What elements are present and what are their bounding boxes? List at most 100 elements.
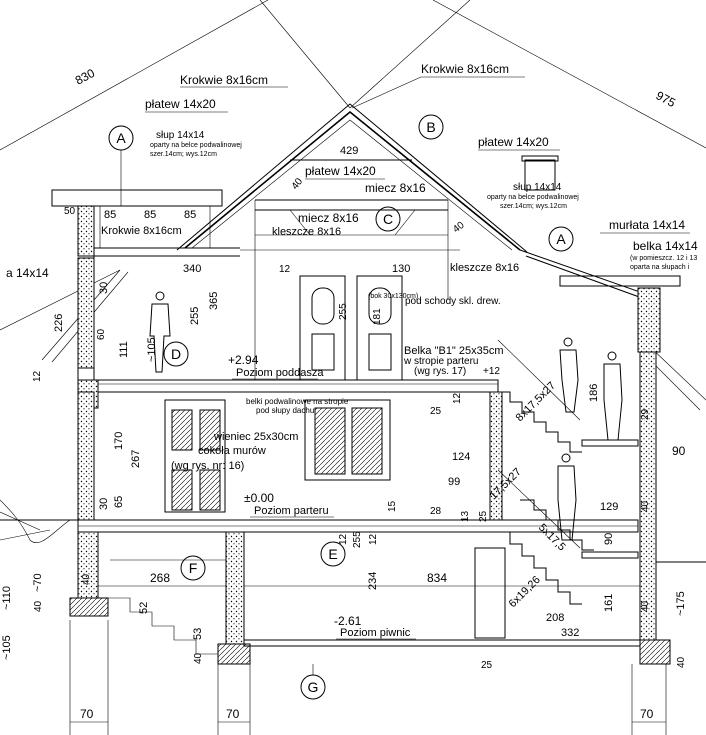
dim-85b: 85 [144,209,156,221]
label-window-note2: (bok 30x130cm) [368,293,418,300]
roof-labels: 830 975 Krokwie 8x16cm Krokwie 8x16cm pł… [6,62,698,307]
level-attic-value: +2.94 [228,353,259,367]
label-window-note1: pod schody skl. drew. [405,296,501,307]
axis-marker-e: E [320,541,346,567]
dim-181: 181 [372,308,383,325]
dim-70a: ~70 [32,573,44,592]
dim-52: 52 [138,602,150,614]
dim-12b: 12 [32,370,43,382]
dim-60: 60 [96,328,107,340]
label-murlata-left: a 14x14 [6,266,49,280]
label-kleszcze-left: kleszcze 8x16 [272,226,341,238]
axis-label-b: B [426,119,435,135]
dim-110: ~110 [1,586,13,610]
dim-15: 15 [387,500,398,512]
level-basement-label: Poziom piwnic [340,627,411,639]
dim-40e: 40 [81,573,92,585]
label-belka-b1-note2: (wg rys. 17) [414,366,466,377]
dim-255a: 255 [189,307,201,325]
label-miecz-top: miecz 8x16 [365,181,426,195]
dim-129: 129 [600,501,618,513]
dim-340: 340 [183,263,201,275]
dim-25b: 25 [478,510,489,522]
dim-40-left: 40 [290,176,306,192]
axis-label-c: C [383,211,393,227]
stairs-base: 6x19,26 [507,574,543,610]
bottom-guides [69,620,667,735]
dim-208: 208 [546,612,564,624]
level-ground-value: ±0.00 [244,491,274,505]
axis-markers: A B C A D E F G [108,114,574,700]
main-roof [176,103,528,380]
axis-marker-a-right: A [548,226,574,252]
label-krokwie-left: Krokwie 8x16cm [180,73,268,87]
dim-105b: ~105 [1,635,13,660]
axis-marker-d: D [163,341,189,367]
label-krokwie-dormer: Krokwie 8x16cm [101,225,182,237]
axis-label-e: E [328,546,337,562]
axis-label-d: D [171,346,181,362]
label-belki-note2: pod słupy dachu [256,406,314,415]
dim-124: 124 [452,451,470,463]
dim-40d: 40 [193,652,204,664]
label-cokol: cokoła murów [198,445,266,457]
dim-90b: 90 [603,533,615,545]
label-platew-mid: płatew 14x20 [305,164,376,178]
label-rys16: (wg rys. nr: 16) [171,460,244,472]
dim-70d: 70 [640,707,654,721]
dim-40g: 40 [676,656,687,668]
dim-234: 234 [367,572,379,590]
axis-marker-f: F [180,555,206,581]
label-slup-right: słup 14x14 [513,182,562,193]
axis-marker-b: B [418,114,444,140]
dim-161: 161 [603,594,615,612]
stairs-low: 5x17,5 [536,522,568,554]
axis-marker-a-left: A [108,125,134,206]
label-platew-right: płatew 14x20 [478,135,549,149]
dim-90: 90 [672,444,686,458]
dim-830: 830 [73,66,98,88]
dim-plus12: +12 [483,366,500,377]
axis-marker-c: C [375,206,401,232]
dim-332: 332 [561,627,579,639]
dim-12e: 12 [368,533,379,545]
dim-130: 130 [392,263,410,275]
dim-255b: 255 [338,303,349,320]
dim-175: ~175 [675,591,687,616]
label-slup-left-note1: oparty na belce podwalinowej [150,142,242,149]
stairs [497,339,639,605]
dim-268: 268 [150,571,170,585]
person-figure-stairs-2 [603,351,623,441]
dim-65: 65 [113,496,125,508]
label-platew-left: płatew 14x20 [145,97,216,111]
ground-floor-walls [77,391,639,533]
dim-40-right: 40 [451,220,467,236]
right-roof [519,155,706,665]
ground-windows [164,399,506,639]
dim-85a: 85 [104,209,116,221]
label-slup-right-note2: szer.14cm; wys.12cm [500,203,567,210]
dim-53: 53 [192,628,204,640]
dim-365: 365 [208,292,220,310]
label-wieniec: wieniec 25x30cm [213,431,298,443]
outer-roof-lines [0,0,706,331]
dim-111: 111 [118,341,130,358]
dim-13: 13 [460,510,471,522]
dim-834: 834 [427,571,447,585]
dim-70c: 70 [226,707,240,721]
label-belka-right-note1: (w pomieszcz. 12 i 13 [630,255,697,262]
dim-50: 50 [64,206,76,217]
axis-label-g: G [308,679,319,695]
person-figure-attic [149,291,171,373]
dim-12c: 12 [452,392,463,404]
dim-186: 186 [588,384,600,402]
dim-40f: 40 [33,600,44,612]
dim-25c: 25 [481,660,493,671]
dim-226: 226 [53,314,65,332]
dim-85c: 85 [184,209,196,221]
label-belka-b1: Belka "B1" 25x35cm [404,345,504,357]
dim-40c: 40 [640,500,651,512]
dim-29: 29 [640,408,651,420]
